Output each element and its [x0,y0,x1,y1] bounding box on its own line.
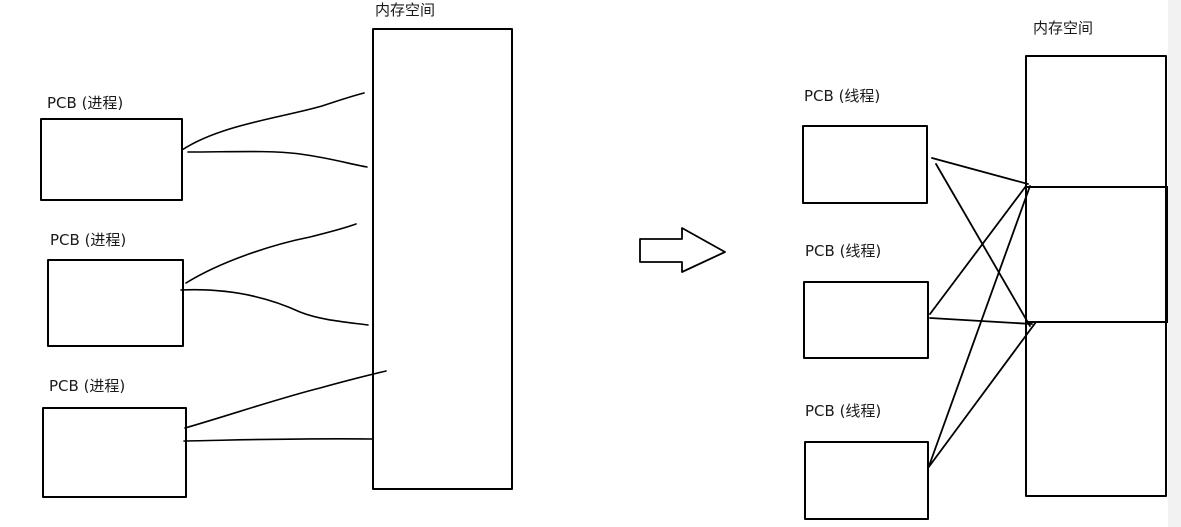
left-panel [40,28,513,498]
left-pcb-box-3 [42,407,187,498]
left-pcb-label-1: PCB (进程) [47,94,124,112]
right-pcb-label-2: PCB (线程) [805,242,882,260]
left-connector-3b [183,437,373,442]
right-connector-2a [929,185,1027,315]
left-connector-1a [181,92,365,151]
left-connector-2a [185,223,357,284]
left-pcb-label-3: PCB (进程) [49,377,126,395]
left-connector-3a [184,370,387,429]
left-memory-block [372,28,513,490]
left-pcb-box-1 [40,118,183,201]
right-pcb-box-3 [804,441,929,520]
left-connector-1b [187,150,368,168]
right-connector-3a [928,185,1031,467]
right-pcb-label-3: PCB (线程) [805,402,882,420]
right-panel [802,55,1169,520]
left-connections [180,92,387,442]
right-arrow-icon [639,227,726,273]
right-connector-1a [931,157,1029,185]
right-pcb-box-2 [803,281,929,359]
right-memory-label: 内存空间 [1033,19,1094,37]
right-memory-block [1025,55,1167,497]
left-connector-2b [180,288,369,326]
left-pcb-box-2 [47,259,184,347]
scrollbar-track[interactable] [1168,0,1181,527]
right-pcb-label-1: PCB (线程) [804,87,881,105]
right-connector-3b [927,321,1037,469]
left-pcb-label-2: PCB (进程) [50,231,127,249]
right-connections [927,157,1037,469]
right-connector-1b [935,163,1031,327]
left-memory-label: 内存空间 [375,1,436,19]
right-pcb-box-1 [802,125,928,204]
